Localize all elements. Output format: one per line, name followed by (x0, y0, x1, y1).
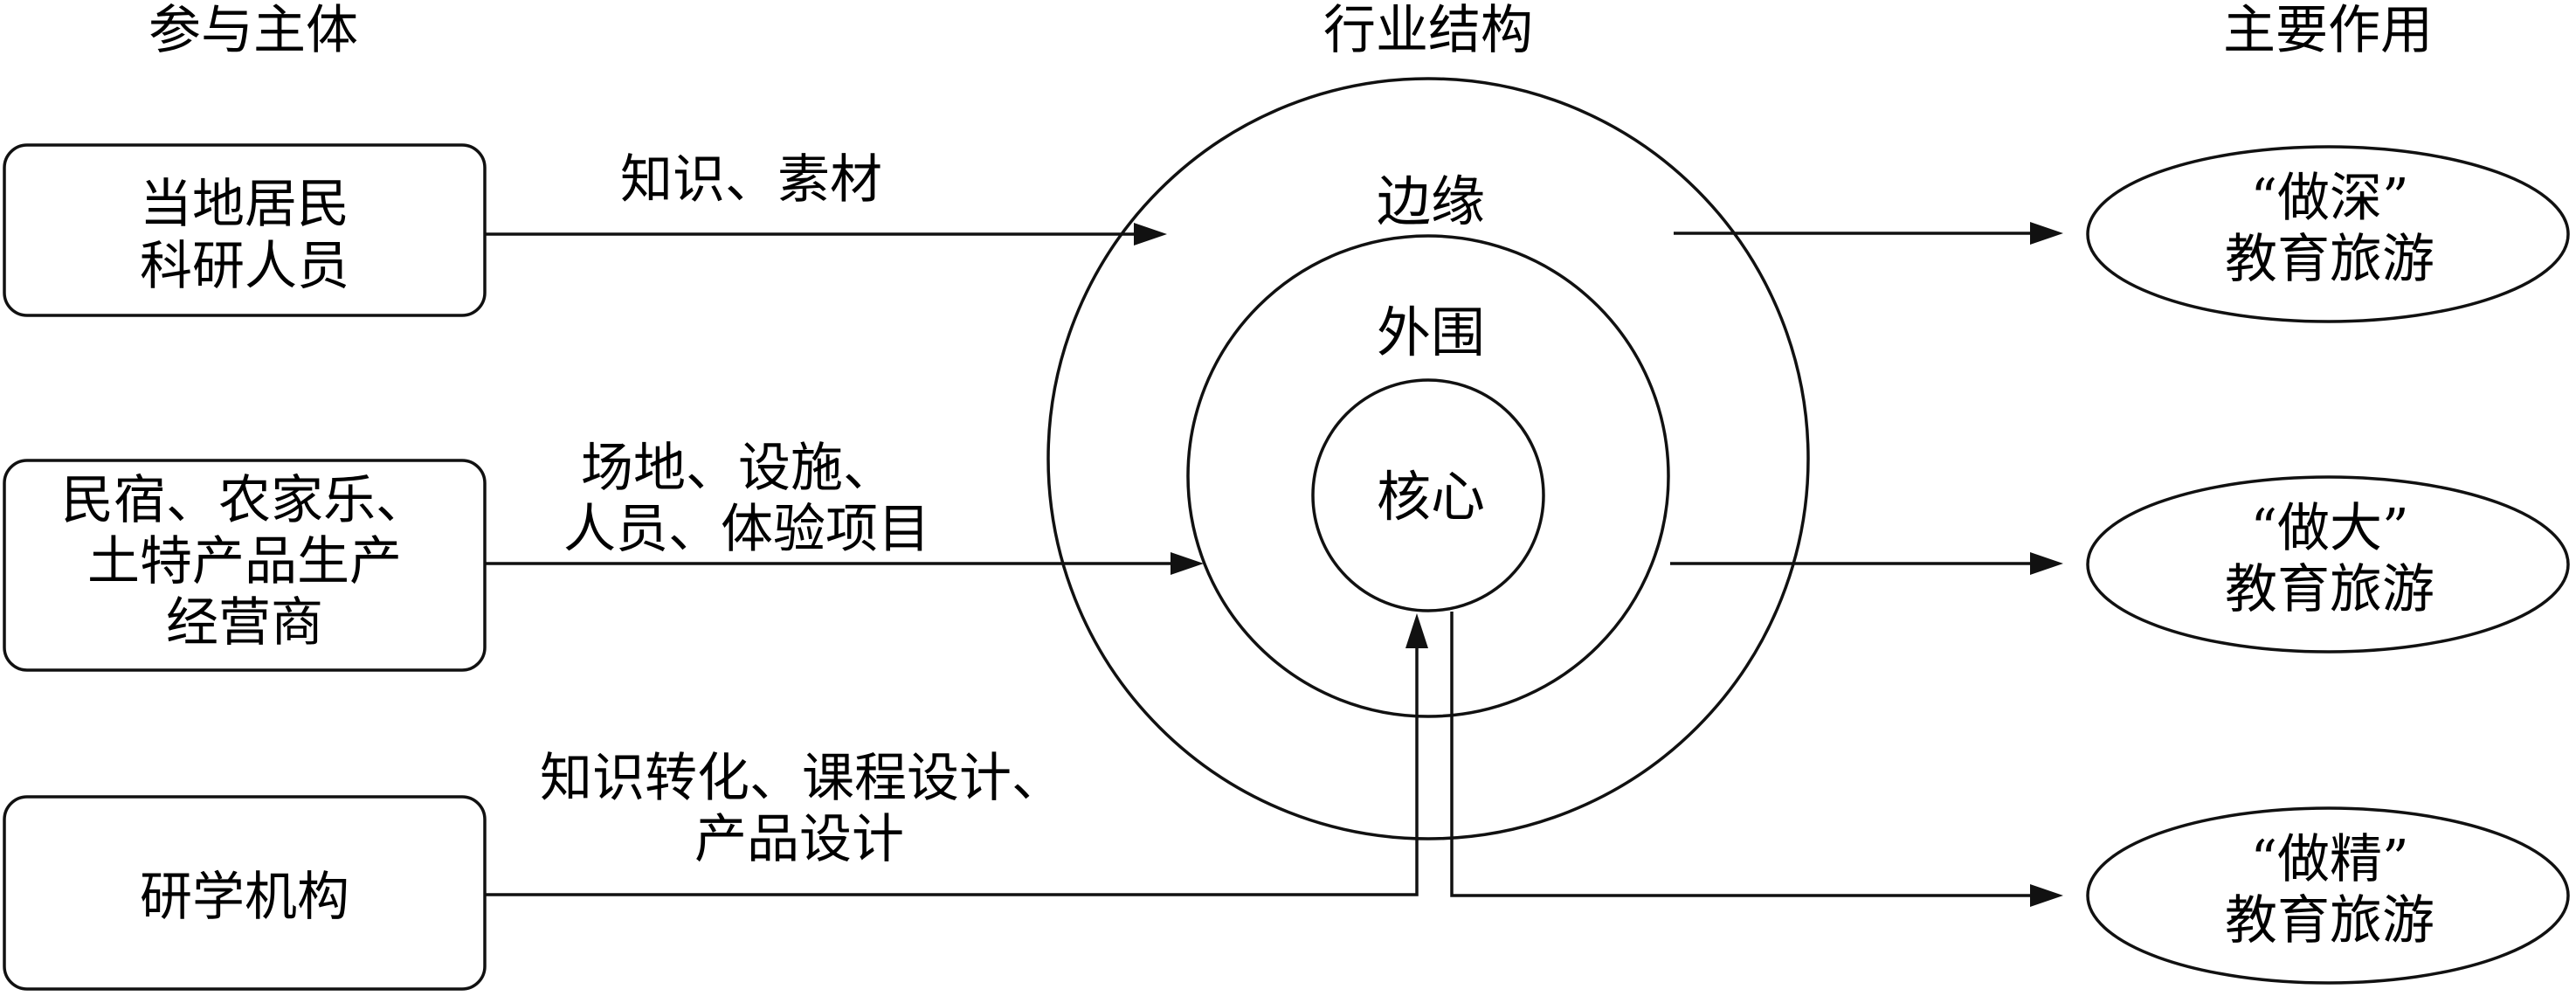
function-ellipse-refine: “做精” 教育旅游 (2086, 806, 2570, 985)
flow-arrow-curriculum: 知识转化、课程设计、 产品设计 (485, 613, 1428, 896)
participant-box-institutions: 研学机构 (3, 795, 487, 991)
arrow-head (2030, 552, 2063, 575)
participant-text-line: 土特产品生产 (87, 531, 402, 592)
participant-text-line: 研学机构 (140, 867, 349, 928)
function-ellipse-deepen: “做深” 教育旅游 (2086, 145, 2570, 323)
arrow-shaft (1450, 612, 2041, 897)
arrow-head (1405, 613, 1428, 648)
arrow-head (1171, 552, 1204, 575)
arrow-head (2030, 884, 2063, 907)
participant-text-line: 当地居民 (140, 174, 349, 235)
function-ellipse-frame (2086, 145, 2570, 323)
participant-box-residents: 当地居民 科研人员 (3, 143, 487, 317)
ring-periphery-label: 外围 (1377, 301, 1485, 364)
arrow-head (1134, 223, 1167, 246)
participant-box-frame (3, 795, 487, 991)
ring-edge (1046, 77, 1810, 840)
function-text-line: “做大” (2250, 498, 2408, 559)
participant-box-frame (3, 459, 487, 672)
function-text-line: 教育旅游 (2225, 559, 2434, 620)
header-participants: 参与主体 (148, 0, 358, 61)
ring-core (1311, 378, 1545, 612)
function-text-line: “做深” (2250, 168, 2408, 229)
flow-label-line: 场地、设施、 (581, 438, 895, 499)
function-text-line: 教育旅游 (2225, 890, 2434, 951)
arrow-shaft (485, 638, 1419, 896)
participant-text-line: 经营商 (166, 592, 323, 654)
function-text-line: “做精” (2250, 829, 2408, 890)
flow-arrow-venues: 场地、设施、 人员、体验项目 (485, 438, 1204, 575)
flow-label-line: 产品设计 (694, 809, 904, 870)
participant-text-line: 科研人员 (140, 236, 349, 297)
ring-edge-label: 边缘 (1377, 169, 1485, 233)
flow-label-line: 知识、素材 (620, 149, 882, 211)
function-ellipse-frame (2086, 806, 2570, 985)
header-functions: 主要作用 (2223, 0, 2433, 61)
function-ellipse-frame (2086, 475, 2570, 654)
header-structure: 行业结构 (1323, 0, 1533, 61)
ring-periphery (1186, 234, 1670, 718)
participant-box-operators: 民宿、农家乐、 土特产品生产 经营商 (3, 459, 487, 672)
flow-label-line: 人员、体验项目 (563, 499, 930, 560)
function-text-line: 教育旅游 (2225, 229, 2434, 290)
function-ellipse-enlarge: “做大” 教育旅游 (2086, 475, 2570, 654)
industry-rings: 边缘 外围 核心 (1046, 77, 1810, 840)
flow-label-line: 知识转化、课程设计、 (540, 748, 1064, 809)
ring-core-label: 核心 (1377, 465, 1485, 529)
arrow-head (2030, 222, 2063, 245)
output-arrow-refine (1450, 612, 2063, 907)
output-arrow-deepen (1674, 222, 2063, 245)
output-arrow-enlarge (1670, 552, 2063, 575)
flow-arrow-knowledge: 知识、素材 (485, 149, 1167, 246)
participant-text-line: 民宿、农家乐、 (61, 470, 428, 531)
participant-box-frame (3, 143, 487, 317)
